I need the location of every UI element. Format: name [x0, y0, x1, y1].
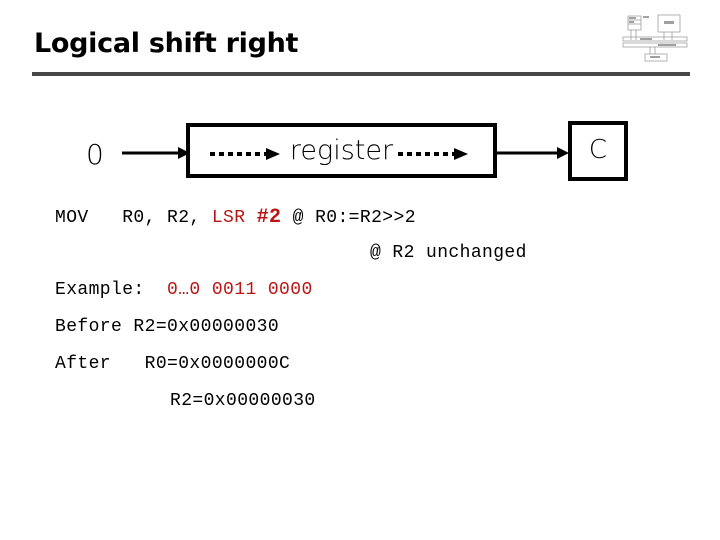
- instruction-operand2: R2,: [167, 208, 201, 228]
- instruction-operand1: R0,: [122, 208, 156, 228]
- title-divider: [32, 72, 690, 76]
- spacer: [89, 208, 123, 228]
- spacer: [245, 208, 256, 228]
- before-value-r2: R2=0x00000030: [133, 317, 280, 337]
- code-line-instruction: MOV R0, R2, LSR #2 @ R0:=R2>>2: [55, 206, 416, 229]
- after-value-r0: R0=0x0000000C: [144, 354, 291, 374]
- carry-flag-box: C: [568, 121, 628, 181]
- block-diagram-thumbnail-logo: [620, 10, 690, 62]
- after-label: After: [55, 354, 112, 374]
- code-line-comment-unchanged: @ R2 unchanged: [370, 243, 527, 263]
- dotted-arrow-right: [398, 148, 468, 160]
- before-label: Before: [55, 317, 123, 337]
- code-line-before: Before R2=0x00000030: [55, 317, 279, 337]
- code-line-after: After R0=0x0000000C: [55, 354, 290, 374]
- carry-flag-label: C: [588, 135, 608, 165]
- instruction-comment: @ R0:=R2>>2: [292, 208, 416, 228]
- zero-input-label: 0: [86, 138, 104, 171]
- code-line-example: Example: 0…0 0011 0000: [55, 280, 313, 300]
- comment-r2-unchanged: @ R2 unchanged: [370, 243, 527, 263]
- shift-diagram: 0 register C: [0, 110, 720, 200]
- register-box: register: [186, 123, 497, 178]
- spacer: [281, 208, 292, 228]
- spacer: [122, 317, 133, 337]
- code-line-after-r2: R2=0x00000030: [170, 391, 316, 411]
- spacer: [156, 208, 167, 228]
- shift-operation: LSR: [211, 208, 246, 228]
- spacer: [145, 280, 167, 300]
- assembly-code-block: MOV R0, R2, LSR #2 @ R0:=R2>>2 @ R2 unch…: [0, 198, 720, 478]
- arrow-zero-to-register: [122, 147, 190, 159]
- arrow-register-to-carry: [497, 147, 569, 159]
- example-label: Example:: [55, 280, 145, 300]
- shift-amount: #2: [256, 206, 282, 229]
- example-binary-value: 0…0 0011 0000: [167, 280, 313, 300]
- page-title: Logical shift right: [34, 28, 299, 59]
- register-label: register: [289, 135, 394, 166]
- instruction-mnemonic: MOV: [55, 208, 89, 228]
- dotted-arrow-left: [210, 148, 280, 160]
- after-value-r2: R2=0x00000030: [170, 391, 316, 411]
- spacer: [201, 208, 212, 228]
- spacer: [111, 354, 145, 374]
